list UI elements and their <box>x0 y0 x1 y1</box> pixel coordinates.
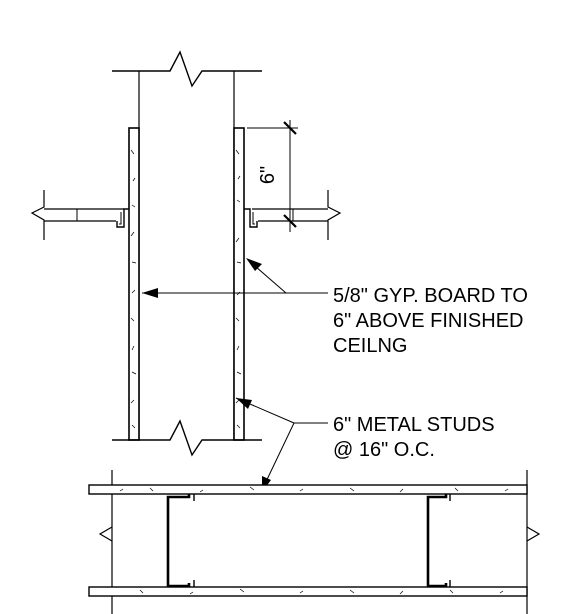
dimension-label: 6" <box>257 166 279 184</box>
gyp-board-left <box>128 127 140 441</box>
dimension-6in <box>247 120 298 232</box>
gyp-arrowhead-left <box>142 288 158 298</box>
gyp-arrowhead-right <box>246 258 262 271</box>
ceiling-right-angle-inner <box>252 212 255 225</box>
gyp-board-left-hatch <box>130 149 137 429</box>
top-break-line <box>112 50 262 88</box>
gyp-note-line-1: 5/8" GYP. BOARD TO <box>333 285 528 307</box>
ceiling-break-right <box>327 190 342 240</box>
plan-gyp-board-bottom <box>88 586 528 597</box>
bottom-break-line <box>112 419 262 457</box>
dim-tick-bottom <box>283 214 297 228</box>
ceiling-left-angle-inner <box>119 212 122 225</box>
plan-stud-right <box>426 494 448 588</box>
gyp-board-right <box>233 127 245 441</box>
plan-break-right <box>526 526 541 542</box>
wall-elevation <box>30 50 342 492</box>
studs-arrowhead-up <box>236 398 252 409</box>
studs-note-line-2: @ 16" O.C. <box>333 439 435 461</box>
dim-tick-top <box>283 121 297 135</box>
plan-break-left <box>98 526 113 542</box>
plan-gyp-board-top-hatch <box>119 486 509 493</box>
gyp-note-line-3: CEILNG <box>333 335 407 357</box>
gyp-board-right-hatch <box>235 149 242 429</box>
plan-gyp-board-top <box>88 484 528 495</box>
ceiling-right-angle <box>244 208 258 228</box>
wall-plan-section <box>88 470 541 614</box>
plan-stud-left <box>166 494 191 588</box>
ceiling-break-left <box>30 190 45 240</box>
studs-note-line-1: 6" METAL STUDS <box>333 414 495 436</box>
plan-gyp-board-bottom-hatch <box>139 588 504 595</box>
gyp-note-line-2: 6" ABOVE FINISHED <box>333 310 524 332</box>
ceiling-left-angle <box>116 208 129 228</box>
